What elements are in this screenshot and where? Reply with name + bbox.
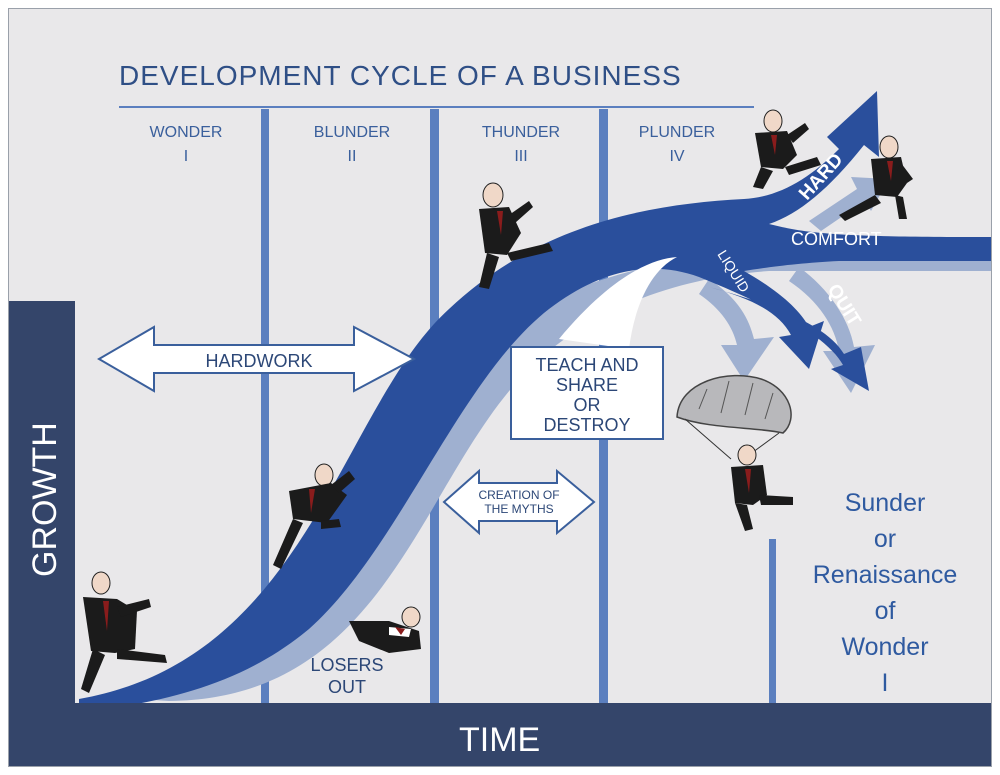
teach-box (510, 346, 664, 440)
businessman-parachute (676, 374, 793, 531)
businessman-wonder (81, 571, 167, 693)
phase-numeral-plunder: IV (669, 148, 684, 165)
sunder-line-4: of (875, 597, 896, 625)
phase-divider-4 (769, 539, 776, 705)
hardwork-label: HARDWORK (206, 351, 313, 371)
teach-label-line2: SHARE (556, 375, 618, 395)
sunder-line-3: Renaissance (813, 561, 958, 589)
time-axis-label: TIME (459, 721, 540, 759)
losers-label-line2: OUT (328, 677, 366, 697)
myths-label-line1: CREATION OF (478, 488, 559, 502)
sunder-line-5: Wonder (841, 633, 928, 661)
businessman-losers-fallen (349, 606, 421, 653)
phase-label-wonder: WONDER (150, 124, 223, 141)
diagram-title: DEVELOPMENT CYCLE OF A BUSINESS (119, 60, 682, 91)
teach-label-line4: DESTROY (543, 415, 630, 435)
time-axis-bar (9, 703, 991, 766)
businessman-plunder-top (753, 109, 821, 189)
sunder-line-2: or (874, 525, 896, 553)
sunder-line-1: Sunder (845, 489, 926, 517)
phase-label-plunder: PLUNDER (639, 124, 715, 141)
sunder-line-6: I (882, 669, 889, 697)
businessman-blunder-climbing (273, 463, 355, 569)
comfort-label: COMFORT (791, 229, 882, 249)
phase-numeral-blunder: II (348, 148, 357, 165)
hard-label: HARD (795, 150, 847, 205)
phase-label-blunder: BLUNDER (314, 124, 390, 141)
losers-label-line1: LOSERS (310, 655, 383, 675)
business-cycle-diagram: DEVELOPMENT CYCLE OF A BUSINESS WONDER I… (9, 60, 991, 766)
hard-shadow-arrow (809, 177, 889, 231)
teach-label-line1: TEACH AND (535, 355, 638, 375)
growth-axis-label: GROWTH (26, 422, 64, 577)
phase-divider-1 (261, 109, 269, 705)
growth-axis-bar (9, 301, 75, 766)
teach-label-line3: OR (574, 395, 601, 415)
phase-numeral-wonder: I (184, 148, 188, 165)
diagram-frame: DEVELOPMENT CYCLE OF A BUSINESS WONDER I… (8, 8, 992, 767)
businessman-hard-walking (839, 135, 913, 221)
growth-curve (79, 91, 991, 709)
hardwork-arrow (97, 325, 417, 393)
phase-label-thunder: THUNDER (482, 124, 560, 141)
myths-label-line2: THE MYTHS (484, 502, 553, 516)
myths-arrow (442, 468, 596, 536)
liquid-shadow-arrow (699, 279, 774, 381)
phase-numeral-thunder: III (514, 148, 527, 165)
businessman-thunder-running (479, 182, 553, 289)
teach-branch (559, 257, 677, 349)
